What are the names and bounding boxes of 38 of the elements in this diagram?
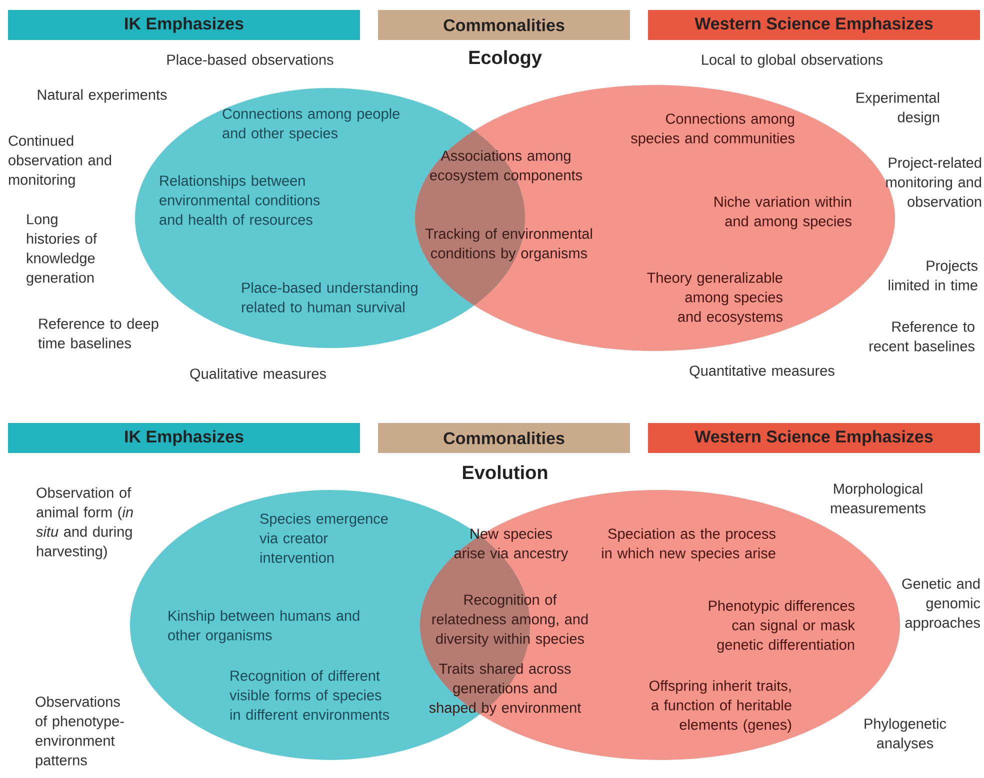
section-heading: Ecology xyxy=(469,50,542,68)
header-bar: Western Science Emphasizes xyxy=(648,10,980,40)
label-text: Recognition of relatedness among, and diversity within species xyxy=(432,594,588,647)
label-text: Traits shared across generations and shaped by environment xyxy=(429,663,582,716)
label-text: Place-based observations xyxy=(167,54,334,65)
label-text: Observation of animal form (in situ and during harvesting) xyxy=(36,487,133,560)
section-heading: Evolution xyxy=(463,465,548,480)
label-text: Reference to deep time baselines xyxy=(38,318,158,348)
venn-text: Species emergence via creator intervention xyxy=(260,513,388,563)
label-text: Projects limited in time xyxy=(888,260,978,290)
label-text: Morphological measurements xyxy=(831,483,926,514)
label-text: Continued observation and monitoring xyxy=(8,135,112,188)
label-text: Phylogenetic analyses xyxy=(864,718,946,752)
header-bar: Commonalities xyxy=(378,10,630,40)
venn-text: Connections among people and other species xyxy=(222,108,400,142)
venn-text: Offspring inherit traits, a function of heritable elements (genes) xyxy=(650,680,792,733)
label-text: Project-related monitoring and observation xyxy=(886,157,982,207)
venn-text: Connections among species and communities xyxy=(631,113,794,146)
venn-text: Speciation as the process in which new species arise xyxy=(602,528,776,562)
venn-text: Recognition of different visible forms of species in different environments xyxy=(230,670,390,720)
label-text: Quantitative measures xyxy=(690,365,834,378)
header-bar: Commonalities xyxy=(378,423,630,453)
label-text: Tracking of environmental conditions by organisms xyxy=(425,228,592,262)
venn-text: Relationships between environmental conditions and health of resources xyxy=(160,175,320,225)
label-text: Natural experiments xyxy=(38,89,167,103)
venn-text: Theory generalizable among species and ecosystems xyxy=(647,272,782,325)
venn-text: Kinship between humans and other organisms xyxy=(168,610,360,644)
header-bar: IK Emphasizes xyxy=(8,10,360,40)
label-text: Qualitative measures xyxy=(190,368,326,382)
venn-text: Phenotypic differences can signal or mask genetic differentiation xyxy=(708,600,855,653)
label-text: Long histories of knowledge generation xyxy=(26,214,97,286)
venn-text: Place-based understanding related to human survival xyxy=(242,282,418,312)
header-bar: IK Emphasizes xyxy=(8,423,360,453)
label-text: Local to global observations xyxy=(702,54,883,68)
venn-text: Niche variation within and among species xyxy=(714,196,852,230)
label-text: Reference to recent baselines xyxy=(870,321,974,352)
header-bar: Western Science Emphasizes xyxy=(648,423,980,453)
label-text: Experimental design xyxy=(856,92,940,126)
